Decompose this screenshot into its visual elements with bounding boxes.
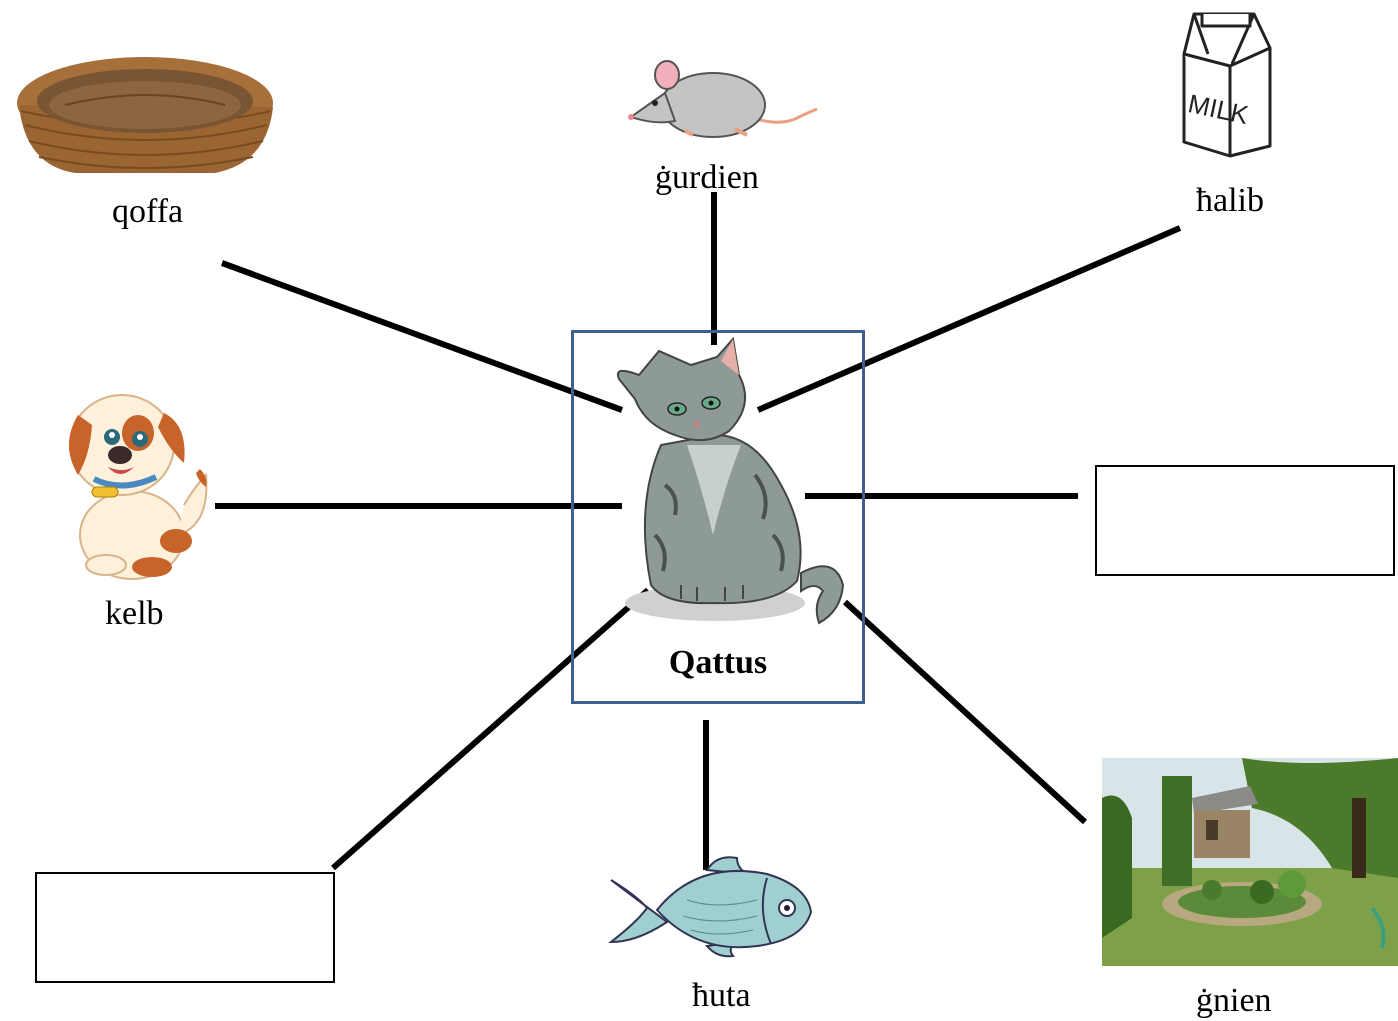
garden-label: ġnien <box>1196 982 1272 1019</box>
line-bottom-left-box <box>331 587 650 871</box>
milk-label: ħalib <box>1196 182 1264 219</box>
line-garden <box>842 599 1088 825</box>
answer-box-bottom-left[interactable] <box>35 872 335 983</box>
basket-label: qoffa <box>112 193 184 230</box>
line-basket <box>220 260 624 413</box>
center-title: Qattus <box>668 644 768 681</box>
dog-label: kelb <box>105 595 164 632</box>
garden-image <box>1102 758 1398 966</box>
answer-box-right[interactable] <box>1095 465 1395 576</box>
fish-image <box>608 856 813 958</box>
line-milk <box>756 225 1182 413</box>
mouse-label: ġurdien <box>655 159 759 196</box>
center-box <box>571 330 865 704</box>
mouse-image <box>628 60 818 138</box>
milk-carton-image: MILK <box>1182 12 1272 158</box>
basket-image <box>17 57 273 173</box>
fish-label: ħuta <box>692 977 751 1014</box>
dog-image <box>69 394 208 580</box>
cat-image <box>617 336 845 625</box>
